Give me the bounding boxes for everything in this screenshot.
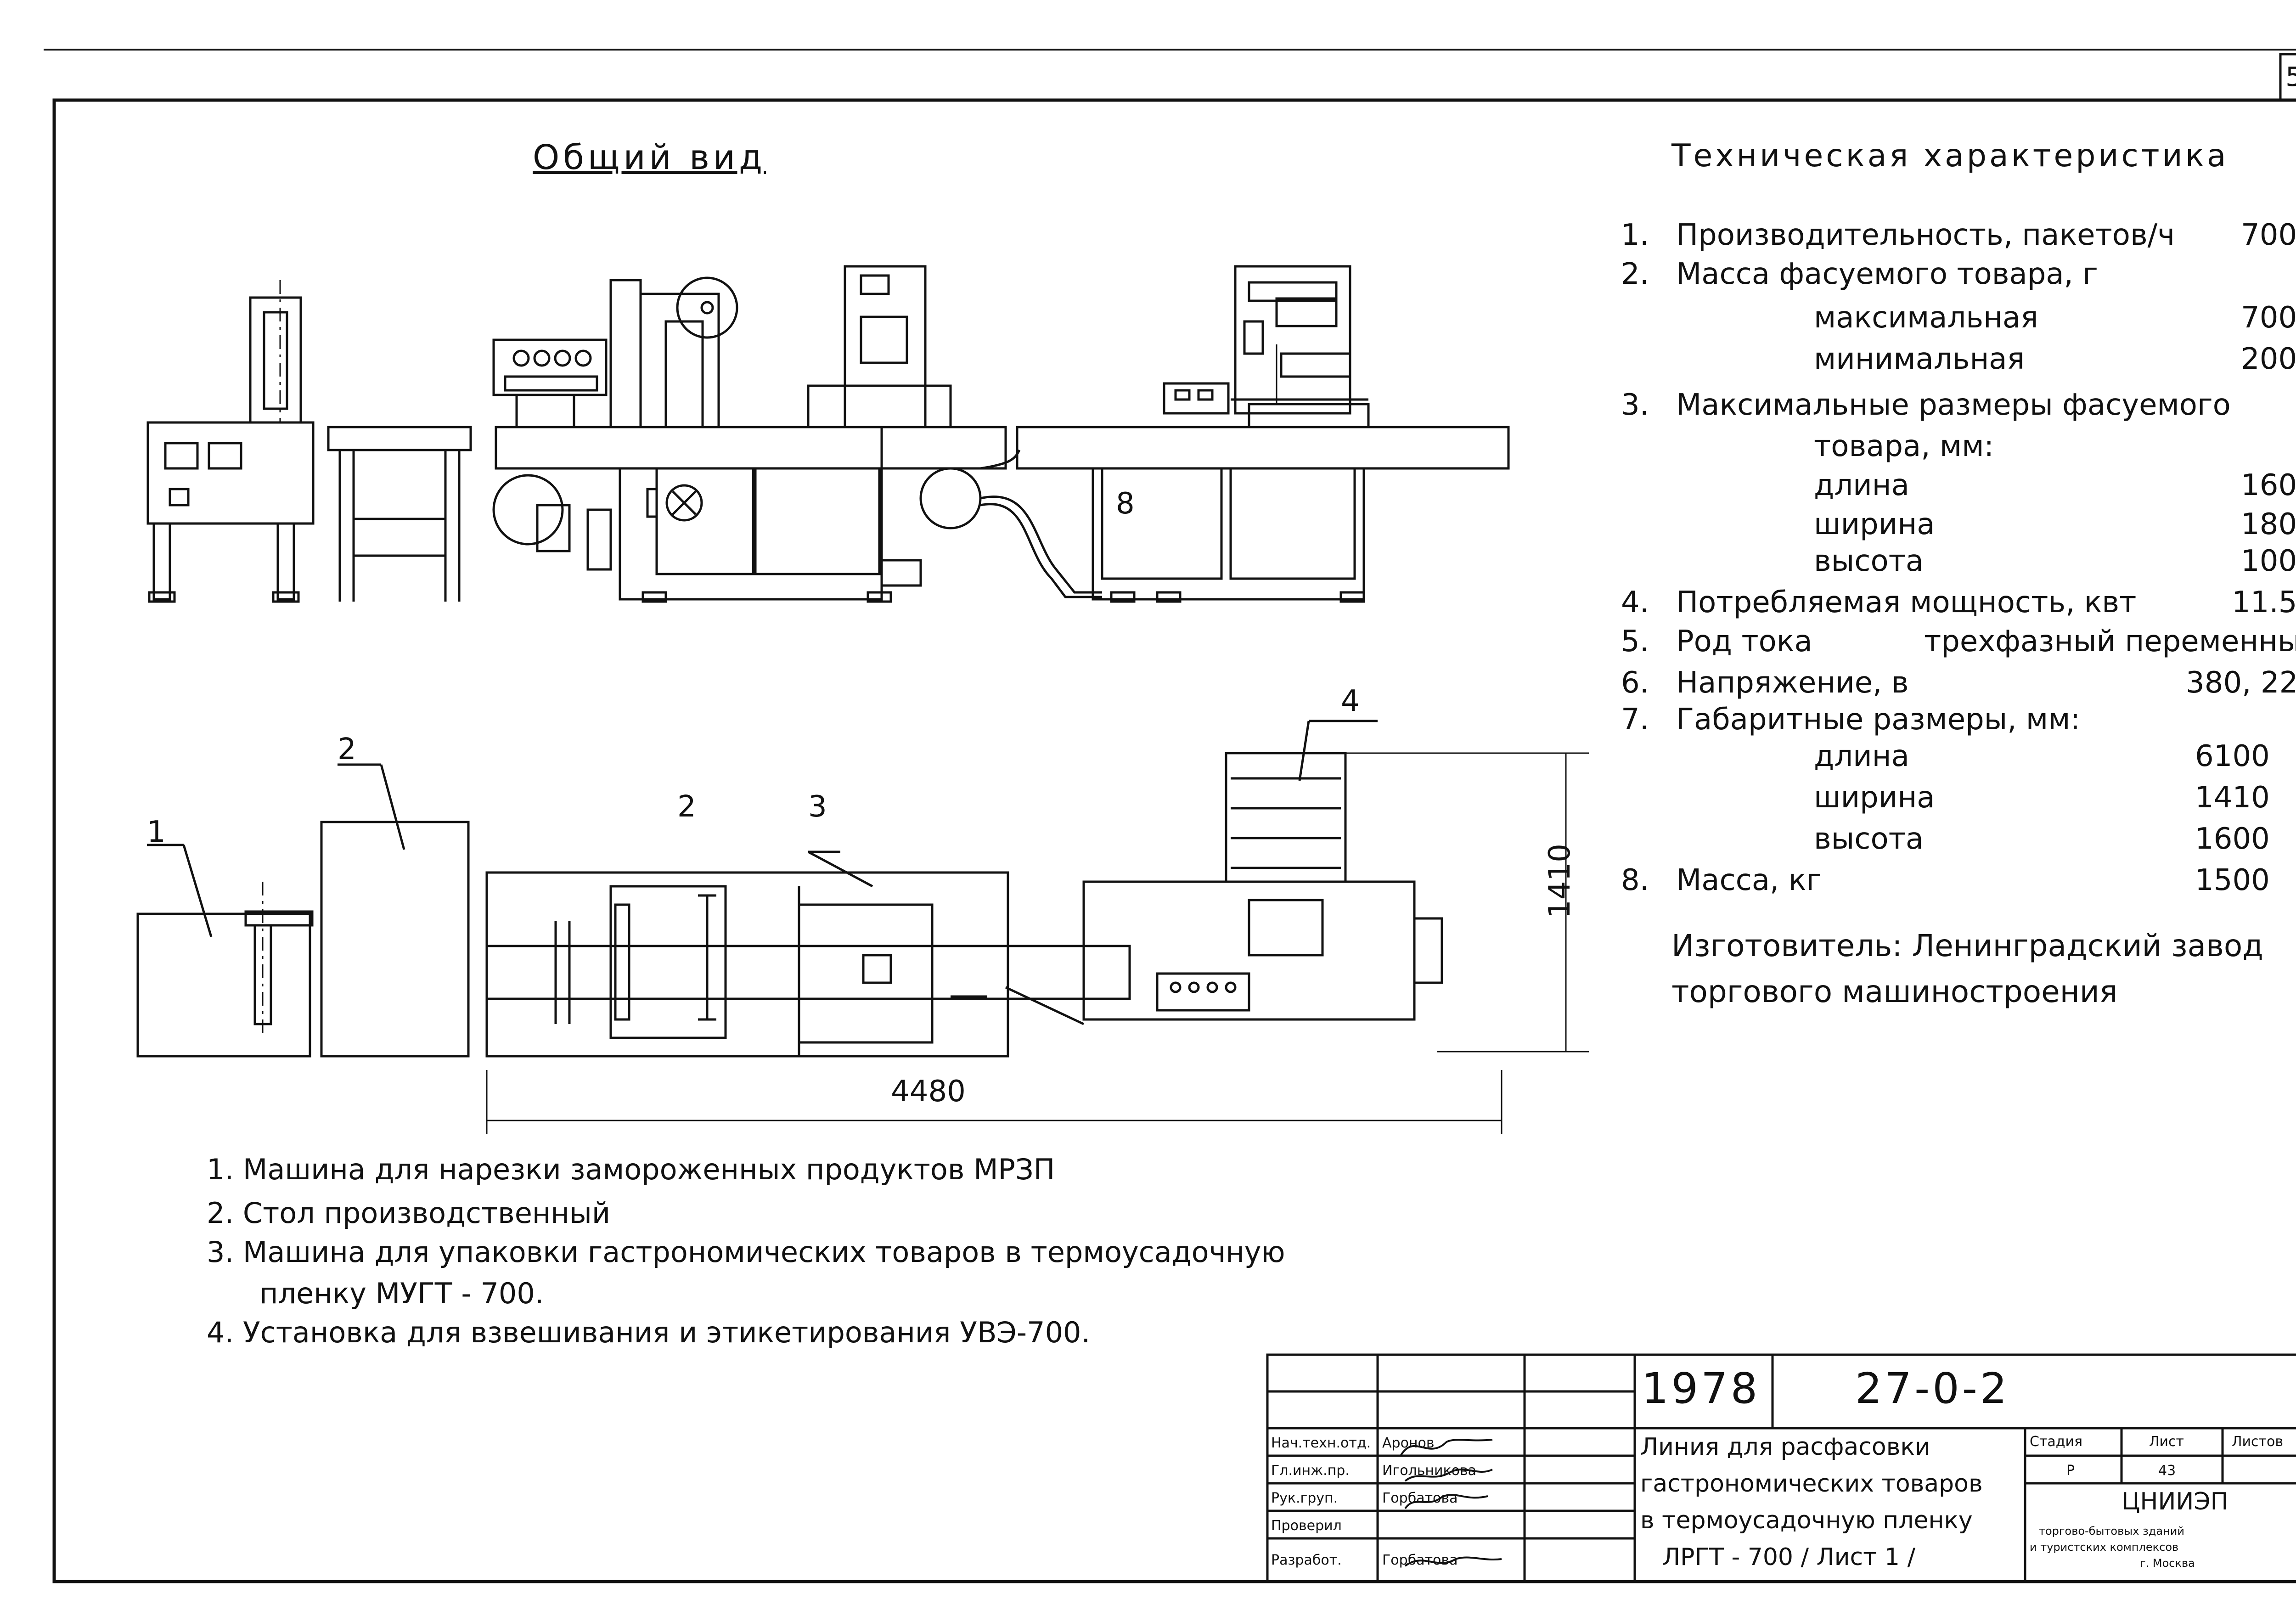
name-2: Игольникова — [1382, 1463, 1477, 1479]
callout-4: 4 — [1341, 684, 1360, 718]
title-block-year: 1978 — [1642, 1364, 1761, 1413]
drawing-title-3: в термоусадочную пленку — [1640, 1507, 1973, 1534]
drawing-title-2: гастрономических товаров — [1640, 1470, 1983, 1498]
dimension-width: 1410 — [1543, 844, 1577, 918]
legend-item-3-cont: пленку МУГТ - 700. — [259, 1277, 544, 1310]
name-5: Горбатова — [1382, 1552, 1458, 1568]
title-block-lines — [1266, 1353, 2296, 1583]
organization-sub-2: и туристских комплексов — [2030, 1541, 2179, 1554]
plan-view — [136, 720, 1589, 1134]
name-1: Аронов — [1382, 1435, 1435, 1451]
legend-item-2: 2. Стол производственный — [207, 1196, 611, 1230]
sheet-label: Лист — [2149, 1434, 2184, 1450]
sheet-number-box — [2279, 53, 2296, 101]
organization-sub-3: г. Москва — [2140, 1557, 2195, 1570]
callout-3: 3 — [808, 790, 827, 824]
manufacturer-note: Изготовитель: Ленинградский завод торгов… — [1671, 928, 2263, 1009]
spec-title: Техническая характеристика — [1671, 138, 2229, 174]
sheet-number: 50 — [2285, 61, 2296, 92]
organization: ЦНИИЭП — [2122, 1488, 2228, 1515]
sheets-label: Листов — [2232, 1434, 2284, 1450]
callout-2: 2 — [677, 790, 696, 824]
drawing-title-4: ЛРГТ - 700 / Лист 1 / — [1662, 1543, 1916, 1571]
name-3: Горбатова — [1382, 1490, 1458, 1506]
stage-label: Стадия — [2030, 1434, 2083, 1450]
general-view-title: Общий вид — [533, 138, 766, 177]
legend-item-4: 4. Установка для взвешивания и этикетиро… — [207, 1316, 1091, 1349]
role-1: Нач.техн.отд. — [1271, 1435, 1371, 1451]
legend-item-1: 1. Машина для нарезки замороженных проду… — [207, 1153, 1055, 1186]
organization-sub-1: торгово-бытовых зданий — [2039, 1525, 2184, 1537]
callout-8: 8 — [1116, 487, 1135, 521]
role-2: Гл.инж.пр. — [1271, 1463, 1350, 1479]
role-5: Разработ. — [1271, 1552, 1342, 1568]
stage-value: Р — [2066, 1463, 2075, 1479]
callout-1: 1 — [147, 815, 166, 849]
title-block-code: 27-0-2 — [1855, 1364, 2010, 1413]
callout-2-plan: 2 — [338, 732, 356, 766]
general-view — [146, 265, 1510, 603]
role-3: Рук.груп. — [1271, 1490, 1338, 1506]
sheet-value: 43 — [2158, 1463, 2176, 1479]
sheet-frame — [52, 98, 2296, 1583]
role-4: Проверил — [1271, 1518, 1342, 1534]
signatures — [1400, 1439, 1502, 1567]
dimension-length: 4480 — [891, 1075, 966, 1109]
drawing-title-1: Линия для расфасовки — [1640, 1433, 1930, 1461]
legend-item-3: 3. Машина для упаковки гастрономических … — [207, 1235, 1285, 1269]
